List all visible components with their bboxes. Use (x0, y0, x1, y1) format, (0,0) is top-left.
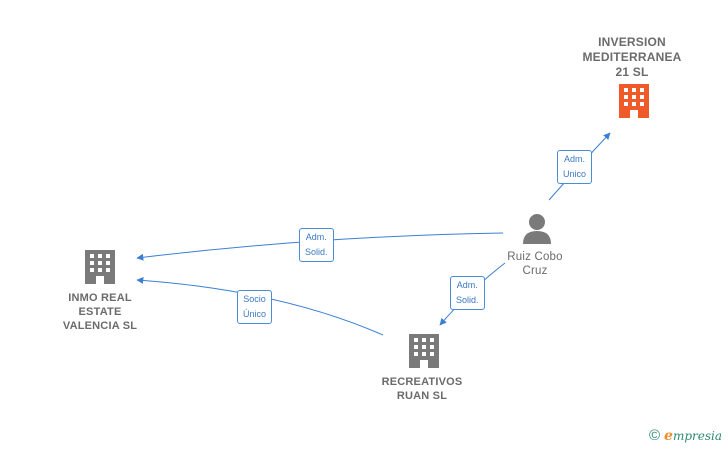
building-icon[interactable] (619, 84, 649, 118)
empresia-logo: empresia (664, 428, 722, 444)
node-label-inversion[interactable]: INVERSION MEDITERRANEA 21 SL (582, 35, 682, 79)
copyright-icon: © (648, 427, 661, 444)
node-label-ruiz[interactable]: Ruiz Cobo Cruz (507, 251, 563, 277)
edge-label-adm-solid-recreativos: Adm. Solid. (450, 276, 485, 310)
person-icon[interactable] (523, 214, 551, 244)
edge-label-adm-solid-inmo: Adm. Solid. (299, 228, 334, 262)
building-icon[interactable] (85, 250, 115, 284)
brand-watermark: ©empresia (649, 427, 722, 444)
edge-label-socio-unico: Socio Único (237, 290, 273, 324)
building-icon[interactable] (409, 334, 439, 368)
edge-label-adm-unico: Adm. Unico (557, 150, 593, 184)
node-label-inmo[interactable]: INMO REAL ESTATE VALENCIA SL (62, 292, 138, 332)
node-label-recreativos[interactable]: RECREATIVOS RUAN SL (381, 376, 463, 402)
